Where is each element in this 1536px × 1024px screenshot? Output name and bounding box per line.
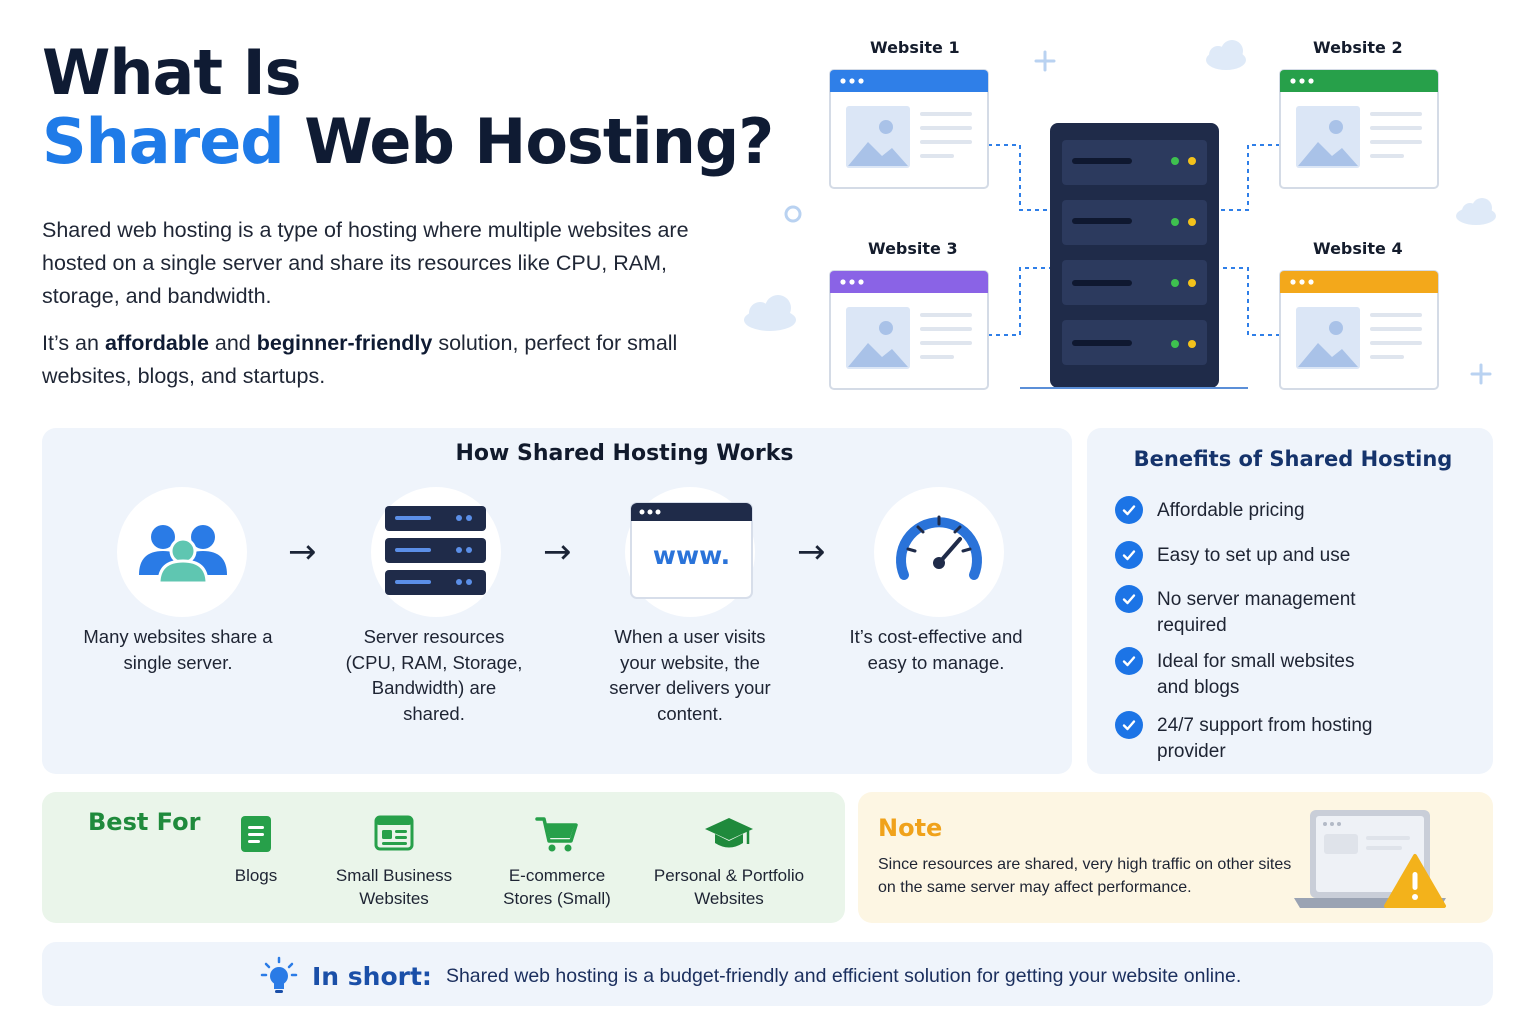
- step-1-text: Many websites share a single server.: [83, 626, 273, 673]
- lightbulb-icon: [260, 956, 298, 993]
- step-1-circle: [117, 487, 247, 617]
- benefit-item: Ideal for small websites and blogs: [1115, 647, 1385, 701]
- note-text: Since resources are shared, very high tr…: [878, 856, 1292, 896]
- check-icon: [1115, 711, 1143, 739]
- website-2-label: Website 2: [1313, 38, 1403, 57]
- intro-paragraph-1: Shared web hosting is a type of hosting …: [42, 218, 689, 308]
- graduation-cap-icon: [705, 818, 753, 848]
- connector-lines: [988, 144, 1280, 336]
- in-short-row: In short: Shared web hosting is a budget…: [260, 952, 1241, 1000]
- intro-paragraph-2: It’s an affordable and beginner-friendly…: [42, 327, 702, 393]
- server-icon: [385, 506, 486, 595]
- website-4-label: Website 4: [1313, 239, 1403, 258]
- website-3-window-icon: [829, 270, 989, 390]
- intro-bold-affordable: affordable: [104, 331, 209, 355]
- www-badge: www.: [652, 541, 731, 570]
- arrow-3-icon: →: [797, 532, 826, 572]
- decor-plus-icon: [1034, 50, 1492, 385]
- best-for-title: Best For: [88, 808, 201, 836]
- how-it-works-title: How Shared Hosting Works: [455, 441, 794, 466]
- step-4-circle: [874, 487, 1004, 617]
- intro-text: and: [214, 331, 251, 355]
- newspaper-icon: [374, 815, 414, 851]
- benefits-title: Benefits of Shared Hosting: [1133, 447, 1453, 471]
- title-line-1: What Is: [42, 36, 302, 109]
- website-2-window-icon: [1279, 69, 1439, 189]
- benefit-text: No server management required: [1157, 589, 1356, 636]
- benefit-item: Easy to set up and use: [1115, 541, 1475, 569]
- decor-ring-icon: [784, 205, 802, 223]
- intro: Shared web hosting is a type of hosting …: [42, 214, 702, 393]
- note-title: Note: [878, 814, 943, 842]
- website-1-window-icon: [829, 69, 989, 189]
- arrow-1-icon: →: [288, 532, 317, 572]
- benefit-item: 24/7 support from hosting provider: [1115, 711, 1415, 765]
- document-icon: [241, 816, 271, 852]
- page-title: What Is Shared Web Hosting?: [42, 36, 774, 179]
- title-line-2: Shared Web Hosting?: [42, 105, 774, 179]
- best-for-small-business: Small Business Websites: [335, 866, 453, 908]
- decor-cloud-icon: [744, 40, 1496, 331]
- step-2-circle: [371, 487, 501, 617]
- benefit-text: 24/7 support from hosting provider: [1157, 715, 1373, 762]
- website-3-label: Website 3: [868, 239, 958, 258]
- in-short-label: In short:: [312, 961, 432, 991]
- server-tower-icon: [1020, 123, 1248, 389]
- title-accent: Shared: [42, 105, 285, 179]
- intro-text: solution, perfect for small websites, bl…: [42, 331, 678, 388]
- benefit-text: Ideal for small websites and blogs: [1157, 651, 1355, 698]
- benefits-panel: [1087, 428, 1493, 774]
- best-for-ecommerce: E-commerce Stores (Small): [503, 866, 611, 908]
- best-for-panel: [42, 792, 845, 923]
- step-2-text: Server resources (CPU, RAM, Storage, Ban…: [345, 626, 523, 724]
- intro-bold-beginner: beginner-friendly: [256, 331, 433, 355]
- step-4-text: It’s cost-effective and easy to manage.: [849, 626, 1023, 673]
- browser-www-icon: [630, 502, 753, 599]
- benefit-text: Easy to set up and use: [1157, 545, 1351, 566]
- benefit-text: Affordable pricing: [1157, 500, 1305, 521]
- website-4-window-icon: [1279, 270, 1439, 390]
- best-for-portfolio: Personal & Portfolio Websites: [653, 866, 805, 908]
- best-for-blogs: Blogs: [234, 866, 278, 885]
- intro-text: It’s an: [42, 331, 99, 355]
- check-icon: [1115, 541, 1143, 569]
- arrow-2-icon: →: [543, 532, 572, 572]
- users-icon: [139, 525, 227, 585]
- benefit-item: No server management required: [1115, 585, 1385, 639]
- benefit-item: Affordable pricing: [1115, 496, 1475, 524]
- website-1-label: Website 1: [870, 38, 960, 57]
- title-rest: Web Hosting?: [304, 105, 774, 179]
- check-icon: [1115, 496, 1143, 524]
- step-3-text: When a user visits your website, the ser…: [609, 626, 771, 724]
- in-short-text: Shared web hosting is a budget-friendly …: [445, 964, 1242, 987]
- cart-icon: [535, 817, 578, 852]
- speedometer-icon: [896, 515, 982, 580]
- check-icon: [1115, 585, 1143, 613]
- step-3-circle: [625, 487, 755, 617]
- laptop-warning-icon: [1294, 810, 1446, 908]
- check-icon: [1115, 647, 1143, 675]
